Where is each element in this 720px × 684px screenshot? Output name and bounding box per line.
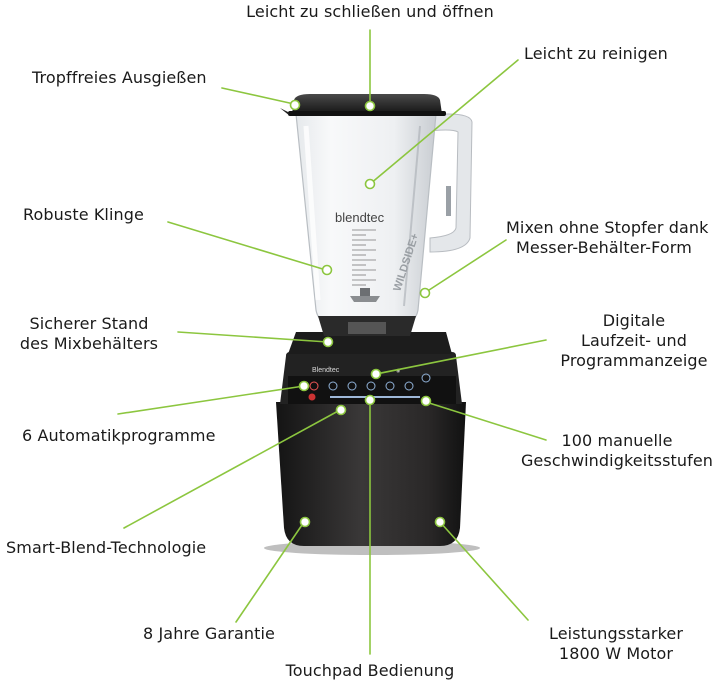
- label-easy-clean: Leicht zu reinigen: [524, 44, 668, 63]
- jar-highlight: [303, 125, 321, 301]
- label-digital-display-line1: Digitale: [602, 311, 666, 330]
- jar-brand-logo: blendtec: [335, 210, 385, 225]
- base-brand-mark: ◉: [396, 368, 401, 374]
- label-drip-free-pour: Tropffreies Ausgießen: [32, 68, 207, 87]
- label-manual-speeds-line1: 100 manuelle: [561, 431, 673, 450]
- label-secure-stand-line2: des Mixbehälters: [19, 334, 159, 353]
- label-auto-programs: 6 Automatikprogramme: [22, 426, 216, 445]
- jar-foot: [348, 322, 386, 334]
- label-robust-blade: Robuste Klinge: [23, 205, 144, 224]
- label-digital-display-line3: Programmanzeige: [560, 351, 708, 370]
- speed-slider: [330, 396, 420, 398]
- base-brand-logo: Blendtec: [312, 367, 340, 374]
- label-smart-blend: Smart-Blend-Technologie: [6, 538, 207, 557]
- label-no-tamper-line2: Messer-Behälter-Form: [516, 238, 692, 257]
- label-motor-line1: Leistungsstarker: [548, 624, 683, 643]
- leader-markers: [289, 99, 446, 528]
- motor-base: [276, 402, 466, 546]
- lid-spout: [280, 108, 290, 116]
- label-secure-stand-line1: Sicherer Stand: [29, 314, 149, 333]
- jar-handle: [419, 113, 473, 253]
- handle-grip: [446, 186, 451, 216]
- label-touchpad: Touchpad Bedienung: [285, 661, 455, 680]
- label-motor-line2: 1800 W Motor: [558, 644, 674, 663]
- blade-hub: [360, 288, 370, 296]
- label-no-tamper-line1: Mixen ohne Stopfer dank: [506, 218, 709, 237]
- label-easy-close-open: Leicht zu schließen und öffnen: [246, 2, 494, 21]
- power-button: [308, 393, 316, 401]
- blade: [350, 296, 380, 302]
- label-warranty: 8 Jahre Garantie: [143, 624, 275, 643]
- label-manual-speeds-line2: Geschwindigkeitsstufen: [520, 451, 714, 470]
- leader-lines: [117, 29, 547, 655]
- measurement-scale: [352, 229, 376, 286]
- label-digital-display-line2: Laufzeit- und: [580, 331, 688, 350]
- touchpad-buttons: [309, 373, 431, 391]
- lid-rim: [288, 111, 446, 116]
- jar-edge: [403, 125, 421, 307]
